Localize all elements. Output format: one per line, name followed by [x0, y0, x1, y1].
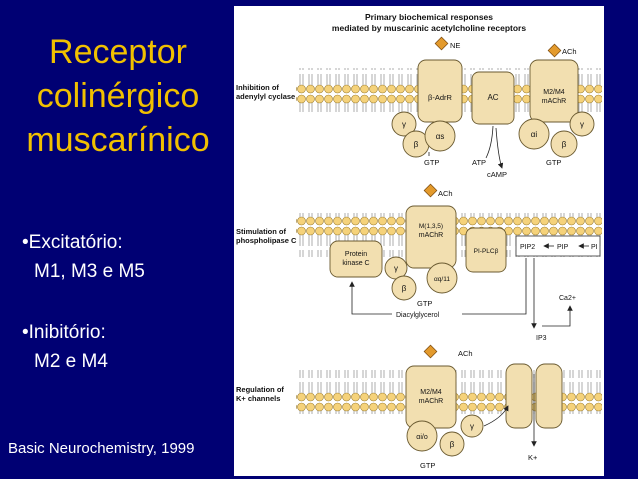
gtp-left-label: GTP	[424, 158, 439, 167]
camp-label: cAMP	[487, 170, 507, 179]
gtp-right-label: GTP	[546, 158, 561, 167]
k-label: K+	[528, 453, 538, 462]
machr2-label-1: M(1,3,5)	[419, 223, 443, 230]
atp-arrow	[486, 126, 493, 158]
panel-k-channels: Regulation of K+ channels ACh M2/M4 mACh…	[236, 345, 602, 470]
bullet-inhibitory-label: •Inibitório:	[22, 318, 108, 347]
panel3-label-1: Regulation of	[236, 385, 284, 394]
gamma-right-label: γ	[580, 120, 584, 129]
pi-label: PI	[591, 244, 598, 251]
k-channel-right	[536, 364, 562, 428]
panel2-label-2: phospholipase C	[236, 236, 297, 245]
bullet-excitatory: •Excitatório: M1, M3 e M5	[22, 228, 145, 286]
adr-receptor-label: β-AdrR	[428, 93, 452, 102]
k-channel-left	[506, 364, 532, 428]
panel-phospholipase-c: Stimulation of phospholipase C ACh M(1,3…	[236, 184, 602, 342]
machr-receptor-3	[406, 366, 456, 428]
machr1-label-2: mAChR	[542, 98, 567, 105]
ach-ligand-icon-2	[424, 184, 437, 197]
machr1-label-1: M2/M4	[543, 89, 565, 96]
atp-label: ATP	[472, 158, 486, 167]
title-line-2: colinérgico	[8, 74, 228, 118]
dag-label: Diacylglycerol	[396, 312, 440, 319]
alpha-io-label: αi/o	[416, 434, 428, 441]
slide-title: Receptor colinérgico muscarínico	[8, 30, 228, 162]
alpha-i-label: αi	[531, 130, 538, 139]
beta-right-label: β	[562, 140, 567, 149]
beta-3-label: β	[450, 440, 455, 449]
ach-label-2: ACh	[438, 189, 453, 198]
panel3-label-2: K+ channels	[236, 394, 280, 403]
bullet-excitatory-value: M1, M3 e M5	[22, 257, 145, 286]
ne-ligand-icon	[435, 37, 448, 50]
protein-kinase-c	[330, 241, 382, 277]
ca-arrow	[542, 306, 570, 326]
ip3-label: IP3	[536, 335, 547, 342]
alpha-q-label: αq/11	[434, 276, 450, 283]
panel1-label-2: adenylyl cyclase	[236, 92, 295, 101]
ca-label: Ca2+	[559, 295, 576, 302]
title-line-3: muscarínico	[8, 118, 228, 162]
title-line-1: Receptor	[8, 30, 228, 74]
gamma-3-label: γ	[470, 422, 474, 431]
adrenergic-receptor	[418, 60, 462, 122]
machr3-label-1: M2/M4	[420, 389, 442, 396]
gamma-2-label: γ	[394, 264, 398, 273]
ne-label: NE	[450, 41, 460, 50]
ach-label-1: ACh	[562, 47, 577, 56]
bullet-inhibitory-value: M2 e M4	[22, 347, 108, 376]
bullet-inhibitory: •Inibitório: M2 e M4	[22, 318, 108, 376]
bullet-excitatory-label: •Excitatório:	[22, 228, 145, 257]
pi-plc-label: PI-PLCβ	[474, 248, 499, 255]
gtp-2-label: GTP	[417, 299, 432, 308]
gamma-left-label: γ	[402, 120, 406, 129]
gtp-3-label: GTP	[420, 461, 435, 470]
machr3-label-2: mAChR	[419, 398, 444, 405]
alpha-s-label: αs	[436, 132, 445, 141]
muscarinic-diagram: Primary biochemical responses mediated b…	[234, 6, 604, 476]
panel-adenylyl-cyclase: Inhibition of adenylyl cyclase NE ACh β-…	[236, 37, 602, 179]
panel1-label-1: Inhibition of	[236, 83, 279, 92]
pip2-label: PIP2	[520, 244, 535, 251]
beta-left-label: β	[414, 140, 419, 149]
figure-title-1: Primary biochemical responses	[365, 12, 493, 22]
pkc-label-2: kinase C	[342, 260, 369, 267]
beta-2-label: β	[402, 284, 407, 293]
pkc-label-1: Protein	[345, 251, 367, 258]
figure-panel: Primary biochemical responses mediated b…	[234, 6, 604, 476]
figure-title-2: mediated by muscarinic acetylcholine rec…	[332, 23, 526, 33]
ac-label: AC	[487, 93, 498, 102]
citation: Basic Neurochemistry, 1999	[8, 440, 194, 457]
pip-label: PIP	[557, 244, 569, 251]
ach-ligand-icon	[548, 44, 561, 57]
ach-ligand-icon-3	[424, 345, 437, 358]
ach-label-3: ACh	[458, 349, 473, 358]
machr2-label-2: mAChR	[419, 232, 444, 239]
panel2-label-1: Stimulation of	[236, 227, 286, 236]
camp-arrow	[496, 128, 502, 168]
